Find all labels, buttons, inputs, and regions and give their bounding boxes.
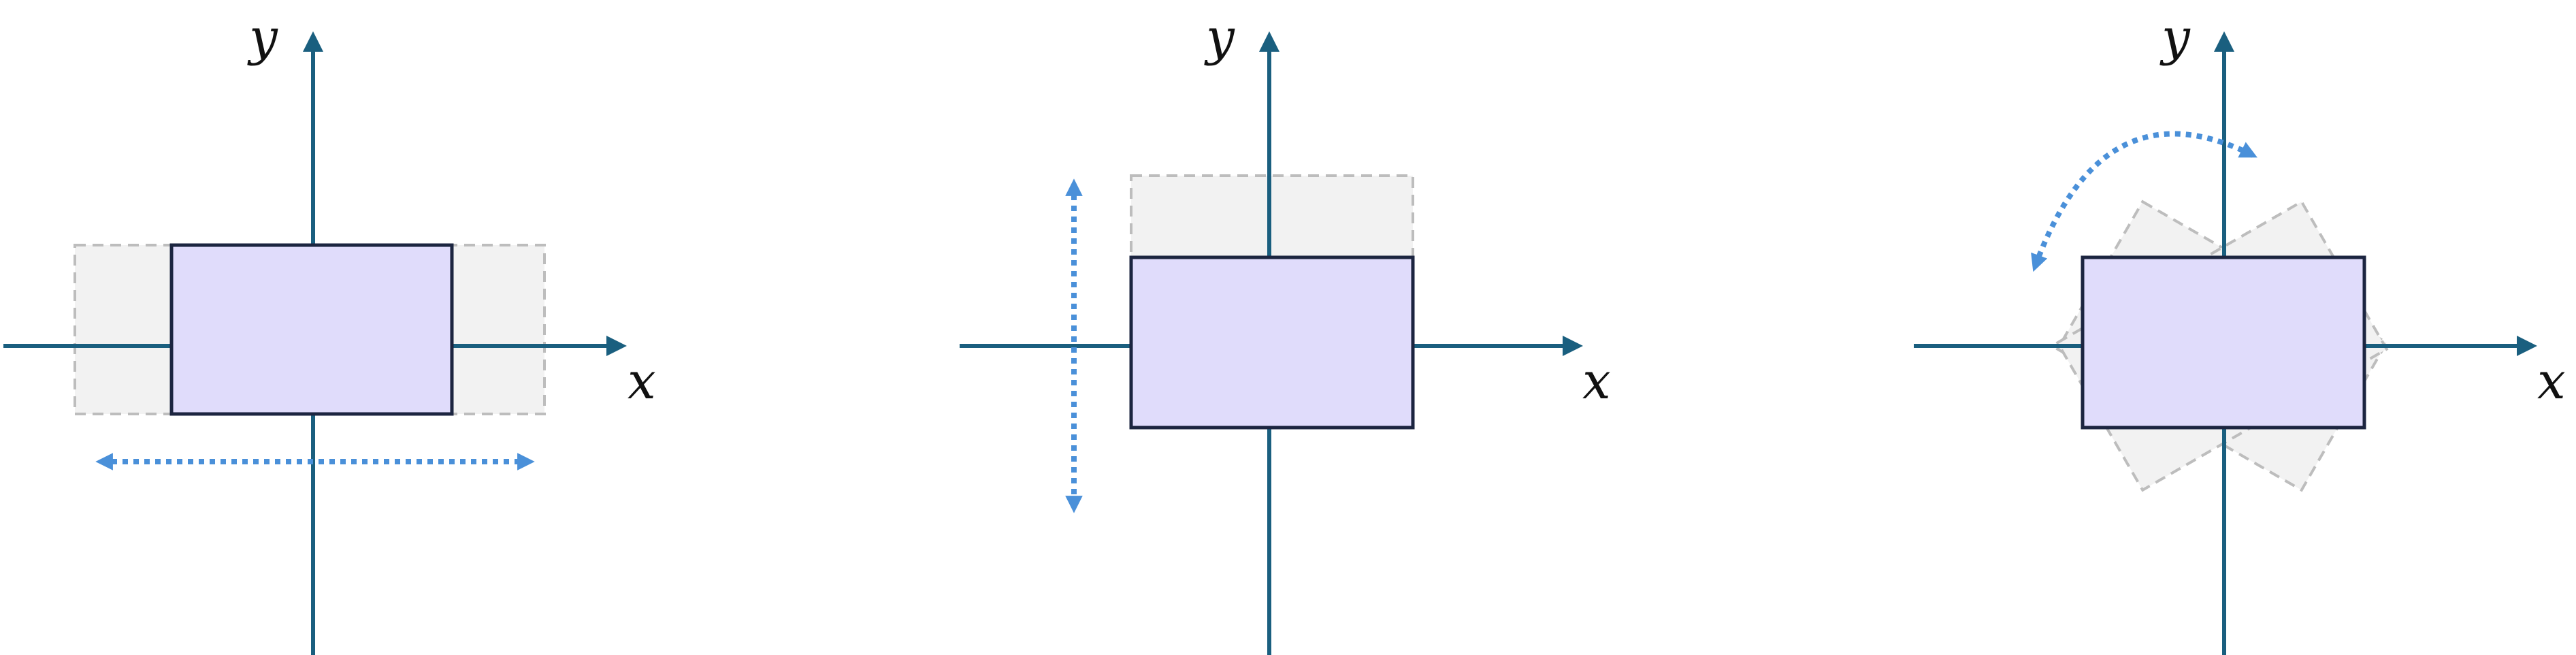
x-axis-label: x (627, 352, 656, 411)
main-rectangle (169, 243, 454, 416)
main-rectangle (2081, 255, 2366, 430)
x-axis-label: x (1582, 352, 1611, 411)
y-axis-label: y (2159, 8, 2191, 67)
y-axis-label: y (247, 8, 278, 67)
panel-vertical-translation: x y (960, 8, 1611, 655)
rotation-motion-arrow (2031, 131, 2257, 272)
panel-horizontal-translation: x y (3, 8, 656, 655)
x-axis-label: x (2537, 352, 2566, 411)
main-rectangle (1129, 255, 1415, 430)
y-axis-label: y (1204, 8, 1235, 67)
panel-rotation: x y (1914, 8, 2566, 655)
